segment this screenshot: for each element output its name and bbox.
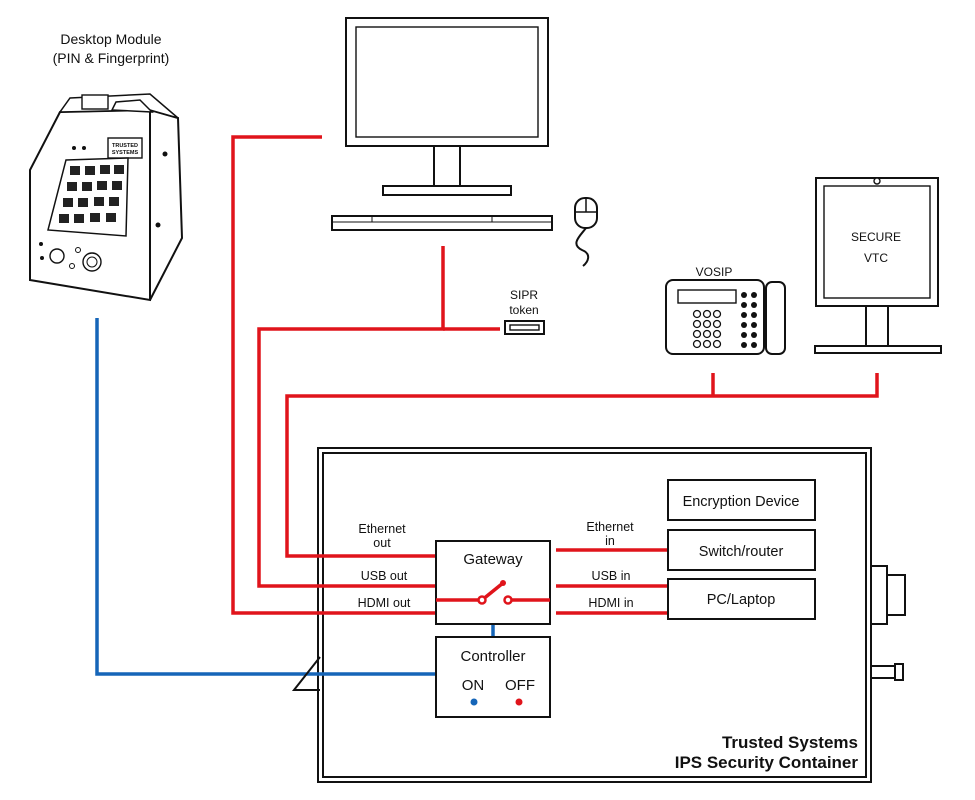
secure-vtc: SECURE VTC	[814, 177, 942, 354]
ethernet-in-label-line1: Ethernet	[586, 520, 634, 534]
vosip-phone: VOSIP	[665, 265, 786, 355]
module-screw	[155, 222, 161, 228]
right-port-labels: Ethernet in USB in HDMI in	[586, 520, 634, 610]
container-inner	[322, 452, 867, 778]
red-cables	[231, 135, 879, 615]
controller-label: Controller	[460, 648, 525, 665]
ethernet-out-label-line2: out	[373, 536, 391, 550]
usb-out-label: USB out	[361, 569, 408, 583]
gateway-box	[435, 540, 551, 625]
switch-router-label: Switch/router	[699, 544, 784, 560]
monitor-stand	[433, 145, 461, 187]
on-indicator-dot	[470, 698, 478, 706]
container-lock	[870, 665, 896, 679]
sipr-label-line2: token	[509, 303, 538, 317]
container-devices: Encryption Device Switch/router PC/Lapto…	[667, 479, 816, 620]
ips-security-container: Trusted Systems IPS Security Container	[317, 447, 906, 783]
ethernet-cable	[285, 373, 879, 558]
vtc-screen	[823, 185, 931, 299]
encryption-device-box	[667, 479, 816, 521]
gateway: Gateway	[435, 540, 551, 625]
switch-contact	[503, 595, 513, 605]
pc-laptop-box	[667, 578, 816, 620]
cable-passthrough	[291, 656, 321, 691]
blue-cables	[95, 318, 495, 676]
fingerprint-reader	[81, 94, 109, 110]
controller-on-label: ON	[462, 677, 485, 694]
module-screw	[162, 151, 168, 157]
indicator-led	[82, 146, 86, 150]
pc-laptop-label: PC/Laptop	[707, 592, 776, 608]
hdmi-cable	[231, 135, 438, 615]
vtc-stand	[865, 305, 889, 347]
usb-cable	[257, 246, 445, 588]
brand-badge-line1: TRUSTED	[112, 143, 138, 149]
monitor-screen	[355, 26, 539, 138]
phone-function-keys	[741, 292, 757, 348]
module-dot	[69, 263, 75, 269]
indicator-led	[72, 146, 76, 150]
desktop-module-label-line1: Desktop Module	[60, 31, 161, 47]
desktop-computer	[331, 17, 598, 267]
encryption-device-label: Encryption Device	[683, 494, 800, 510]
vosip-label: VOSIP	[696, 265, 733, 279]
module-dot	[75, 247, 81, 253]
switch-router-box	[667, 529, 816, 571]
container-latch	[870, 565, 888, 625]
switch-pivot	[477, 595, 487, 605]
phone-display	[677, 289, 737, 304]
vtc-label-line1: SECURE	[851, 230, 901, 244]
desktop-module-label-line2: (PIN & Fingerprint)	[53, 50, 170, 66]
switch-lever-tip	[500, 580, 506, 586]
ethernet-out-label-line1: Ethernet	[358, 522, 406, 536]
module-knob-inner	[86, 256, 98, 268]
module-knob-left	[49, 248, 65, 264]
container-lock-tip	[894, 663, 904, 681]
sipr-token: SIPR token	[504, 288, 545, 335]
fingerprint-cover	[110, 99, 154, 113]
left-port-labels: Ethernet out USB out HDMI out	[358, 522, 411, 610]
desktop-module: Desktop Module (PIN & Fingerprint) TRUST…	[29, 31, 184, 302]
phone-handset	[765, 281, 786, 355]
usb-in-label: USB in	[592, 569, 631, 583]
sipr-token-slot	[509, 324, 540, 331]
controller-off-label: OFF	[505, 677, 535, 694]
mouse-cable	[575, 227, 590, 267]
vtc-camera	[873, 177, 881, 185]
keyboard	[331, 215, 553, 231]
container-latch-knob	[886, 574, 906, 616]
container-title-line2: IPS Security Container	[675, 753, 859, 772]
off-indicator-dot	[515, 698, 523, 706]
controller: Controller ON OFF	[435, 636, 551, 718]
module-dot	[39, 242, 43, 246]
gateway-label: Gateway	[463, 551, 523, 568]
vtc-label-line2: VTC	[864, 251, 888, 265]
vtc-base	[814, 345, 942, 354]
module-dot	[40, 256, 44, 260]
container-title-line1: Trusted Systems	[722, 733, 858, 752]
sipr-label-line1: SIPR	[510, 288, 538, 302]
hdmi-in-label: HDMI in	[588, 596, 633, 610]
keypad-keys	[59, 165, 124, 223]
controller-cable	[95, 318, 436, 676]
ethernet-in-label-line2: in	[605, 534, 615, 548]
phone-keypad	[692, 309, 722, 349]
monitor-base	[382, 185, 512, 196]
hdmi-out-label: HDMI out	[358, 596, 411, 610]
brand-badge-line2: SYSTEMS	[112, 150, 139, 156]
controller-box	[435, 636, 551, 718]
desktop-module-side	[149, 108, 184, 301]
